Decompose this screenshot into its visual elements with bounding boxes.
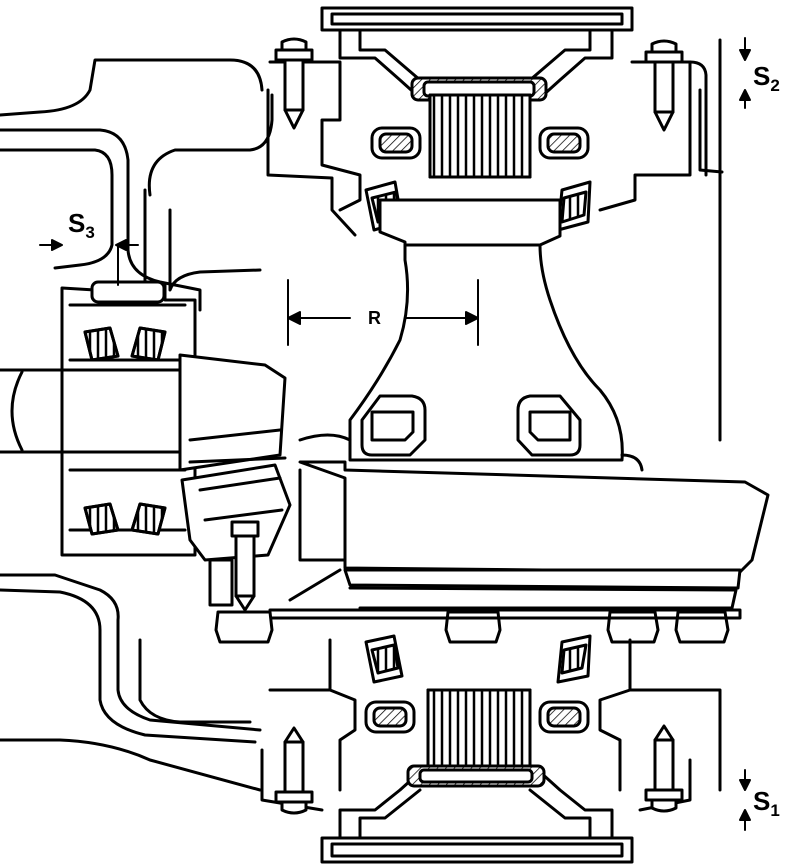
pinion-tapered-bearings (83, 326, 167, 536)
ring-gear (298, 460, 770, 610)
s3-dimension-marker (39, 239, 139, 286)
top-bearing-cap (266, 6, 724, 442)
s1-dimension-marker (739, 769, 751, 831)
pinion-gear (178, 353, 292, 562)
housing-casting (0, 58, 274, 792)
bottom-seals (364, 700, 590, 734)
bottom-right-bolt (644, 724, 684, 813)
lower-case-plate (268, 568, 742, 620)
pinion-shaft (0, 368, 182, 454)
bottom-bearing-cap (260, 638, 722, 864)
r-dimension-marker (287, 279, 479, 346)
bottom-tapered-bearings (364, 634, 592, 684)
bottom-left-bolt (274, 726, 314, 815)
s2-label: S2 (753, 61, 780, 95)
pinion-bearing-housing (60, 280, 197, 557)
r-label: R (368, 308, 381, 328)
bottom-needle-bearing (426, 688, 532, 776)
top-needle-bearing (428, 93, 532, 179)
differential-case (298, 198, 644, 472)
lower-left-bolt (208, 520, 260, 612)
top-left-bolt (274, 37, 314, 130)
top-right-bolt (644, 39, 684, 132)
bottom-seal-ring (406, 764, 546, 788)
top-seals (370, 126, 590, 160)
s2-dimension-marker (739, 37, 751, 109)
s1-label: S1 (753, 786, 780, 820)
s3-label: S3 (68, 208, 95, 242)
